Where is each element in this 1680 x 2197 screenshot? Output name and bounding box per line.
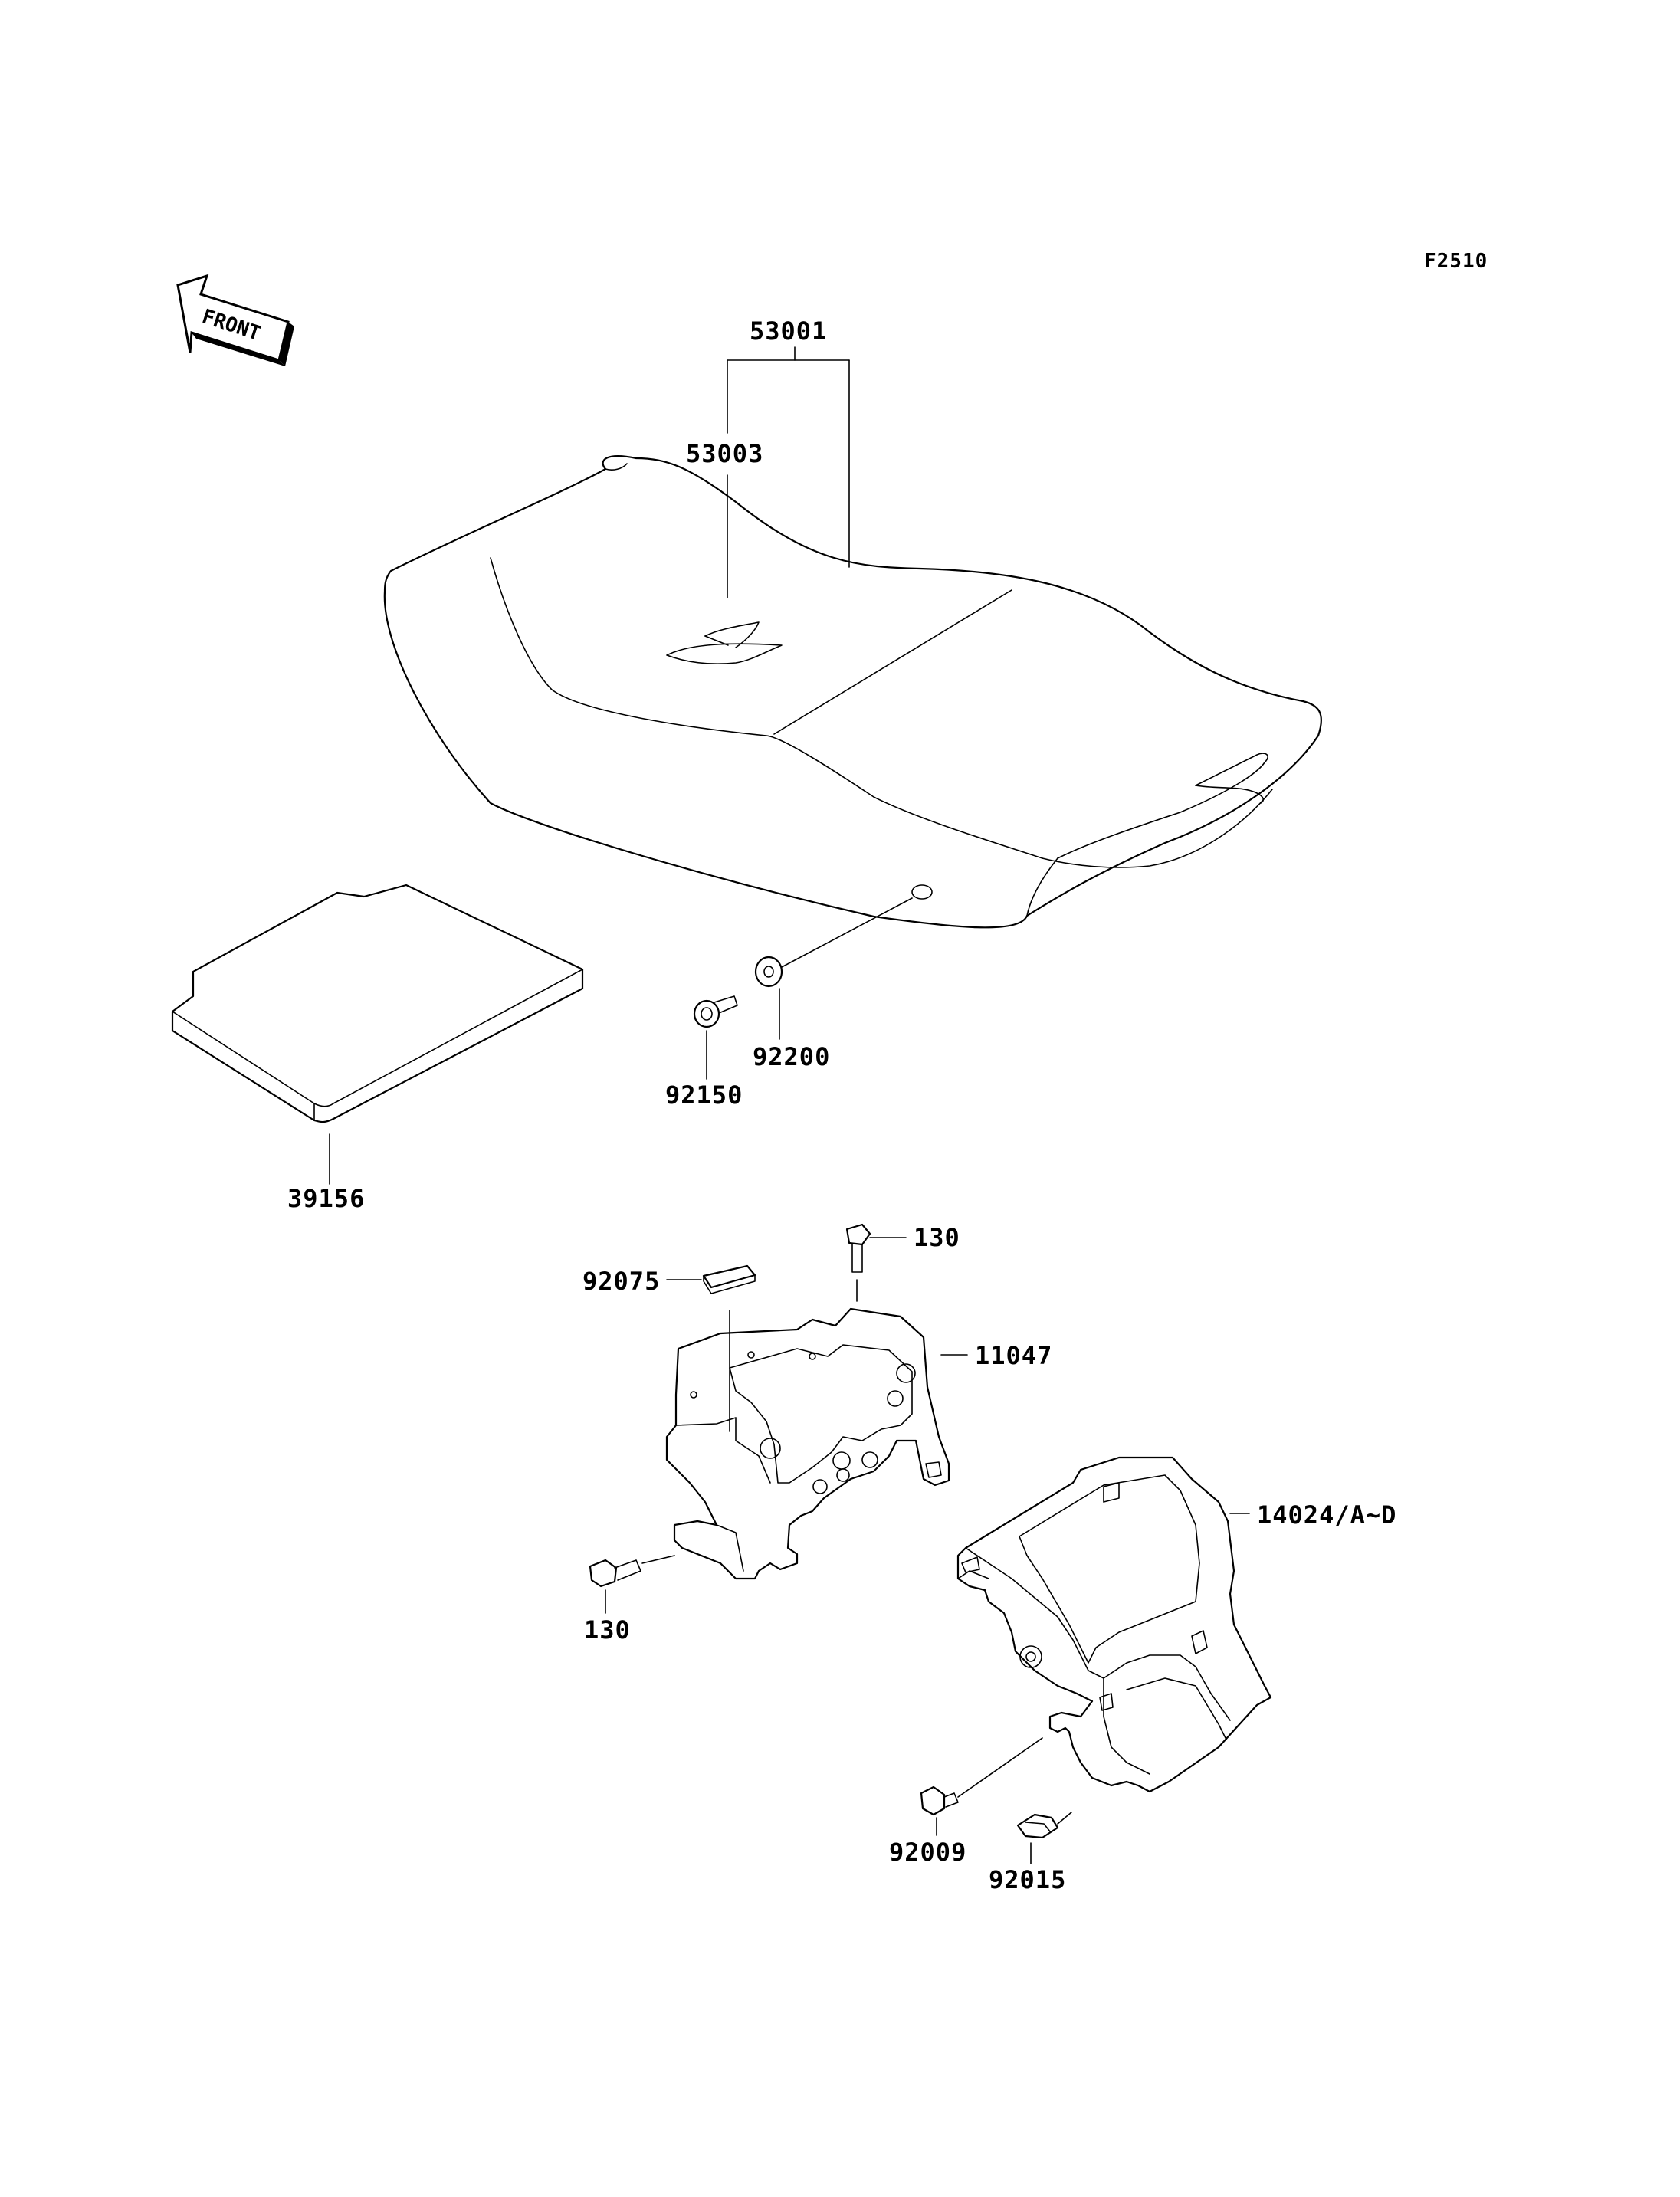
label-92009: 92009: [889, 1838, 966, 1867]
label-53001-leader: [727, 346, 850, 598]
label-92150: 92150: [665, 1080, 743, 1110]
bracket-11047: [665, 1307, 968, 1580]
label-39156: 39156: [287, 1184, 365, 1213]
label-92015: 92015: [989, 1865, 1066, 1894]
label-53001: 53001: [750, 316, 827, 346]
figure-reference: F2510: [1424, 250, 1488, 273]
front-arrow-icon: FRONT: [176, 274, 294, 366]
label-14024: 14024/A~D: [1257, 1500, 1396, 1530]
guard-14024: [956, 1456, 1272, 1793]
pad-92075: [666, 1264, 756, 1432]
label-130-bottom: 130: [584, 1615, 631, 1644]
label-130-top: 130: [914, 1223, 960, 1252]
bolt-130-top: [845, 1223, 907, 1302]
washer-92200: [754, 897, 913, 1040]
screw-92150: [693, 995, 738, 1080]
clip-92015: [1016, 1812, 1072, 1864]
seat-part: [383, 455, 1322, 929]
label-92075: 92075: [582, 1267, 660, 1296]
label-53003: 53003: [686, 439, 763, 468]
screw-92009: [920, 1737, 1043, 1836]
label-92200: 92200: [753, 1042, 830, 1071]
bolt-130-bottom: [589, 1555, 675, 1614]
label-11047: 11047: [975, 1341, 1052, 1370]
pad-part: [171, 884, 584, 1185]
